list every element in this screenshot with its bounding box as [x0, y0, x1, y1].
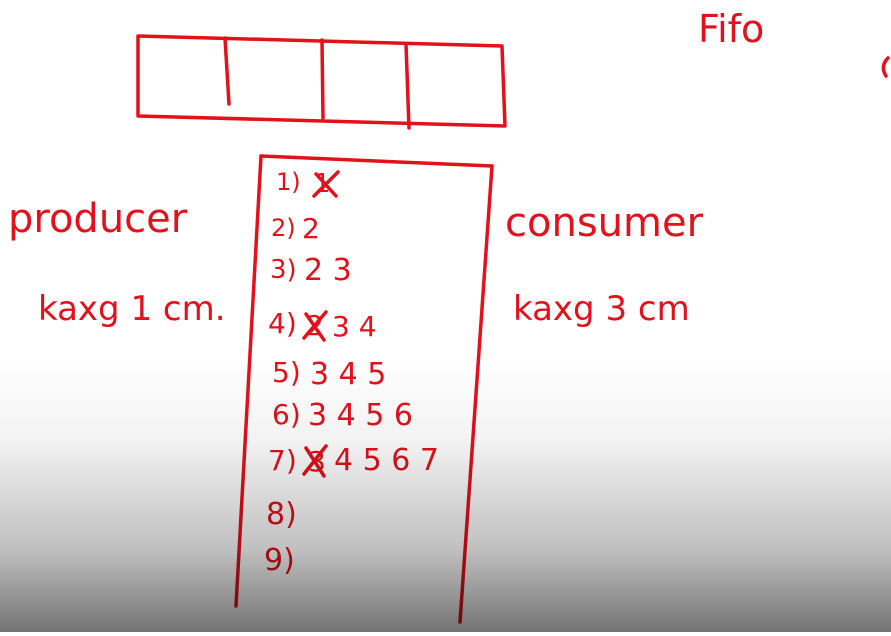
producer-rate-label: kaxg 1 cm. [38, 289, 226, 329]
step-number: 9) [264, 543, 295, 578]
consumer-rate-label: kaxg 3 cm [513, 289, 690, 329]
step-number: 4) [268, 307, 297, 340]
buffer-box [136, 34, 507, 130]
buffer-divider-1 [223, 36, 231, 106]
step-value: 3 4 5 [310, 357, 386, 392]
step-row-4: 4) 2 3 4 [268, 307, 377, 343]
step-value: 2 [302, 212, 320, 245]
fifo-title: Fifo [698, 7, 764, 51]
step-row-6: 6) 3 4 5 6 [272, 398, 413, 433]
step-number: 3) [270, 255, 297, 285]
step-value: 3 4 5 6 [308, 398, 413, 433]
step-number: 7) [268, 444, 297, 477]
step-number: 8) [266, 497, 297, 532]
producer-label: producer [8, 196, 188, 242]
step-value: 4 5 6 7 [334, 443, 439, 478]
step-number: 6) [272, 398, 301, 431]
cross-out-mark [312, 170, 340, 198]
step-row-2: 2) 2 [271, 212, 320, 245]
step-row-8: 8) [266, 497, 297, 532]
step-value: 2 3 [304, 253, 352, 288]
step-number: 2) [271, 214, 296, 242]
step-value: 3 4 [332, 310, 377, 343]
buffer-divider-3 [404, 42, 411, 130]
step-row-1: 1) 1 [276, 168, 340, 199]
step-row-7: 7) 3 4 5 6 7 [268, 443, 439, 478]
step-number: 1) [276, 168, 301, 196]
edge-mark [881, 56, 890, 78]
step-row-9: 9) [264, 543, 295, 578]
buffer-divider-2 [320, 38, 325, 120]
step-number: 5) [272, 356, 301, 389]
step-row-3: 3) 2 3 [270, 253, 352, 288]
consumer-label: consumer [505, 200, 704, 246]
step-row-5: 5) 3 4 5 [272, 356, 386, 392]
cross-out-mark [302, 310, 328, 342]
